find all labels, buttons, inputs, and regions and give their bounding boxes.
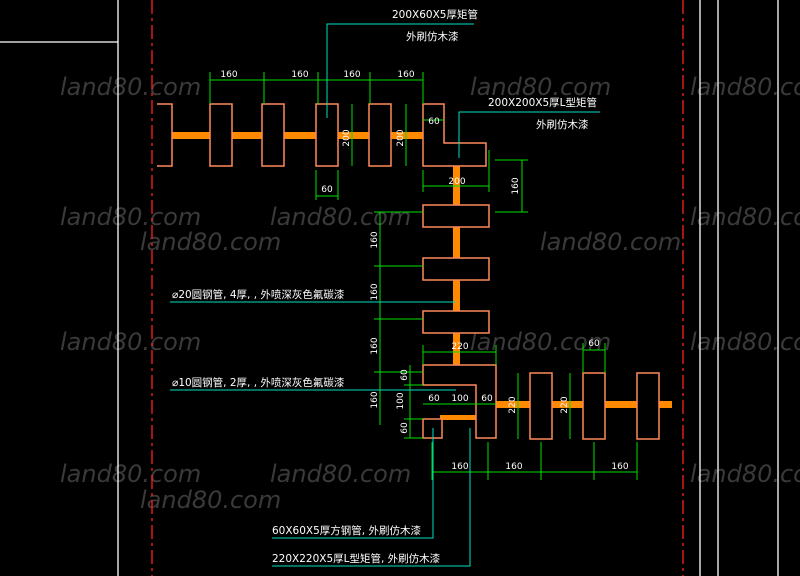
tube-200x60 <box>422 310 490 334</box>
watermark: land80.com <box>470 73 611 101</box>
dim-label: 60 <box>481 394 493 404</box>
dim-label: 60 <box>428 117 440 127</box>
dim-label: 200 <box>342 129 352 146</box>
dim-label: 160 <box>451 462 468 472</box>
l-tube-200x200 <box>422 103 487 167</box>
tube-200x60 <box>422 204 490 228</box>
dim-label: 60 <box>428 394 440 404</box>
tube-200x60 <box>422 257 490 281</box>
watermark: land80.com <box>690 73 800 101</box>
dim-label: 160 <box>505 462 522 472</box>
dim-label: 160 <box>370 391 380 408</box>
watermark: land80.com <box>270 460 411 488</box>
dim-label: 220 <box>508 396 518 413</box>
pipe-top-horizontal <box>157 132 440 139</box>
leader-lines <box>170 23 600 567</box>
annotation-square-tube-60: 60X60X5厚方钢管, 外刷仿木漆 <box>272 524 421 537</box>
drawing-frame <box>0 0 779 576</box>
watermark: land80.com <box>60 73 201 101</box>
annotation-200x60-line2: 外刷仿木漆 <box>406 30 459 43</box>
watermark: land80.com <box>60 328 201 356</box>
watermark: land80.com <box>60 460 201 488</box>
dim-label: 60 <box>588 339 600 349</box>
watermark: land80.com <box>540 228 681 256</box>
dim-label: 60 <box>400 369 410 381</box>
dim-label: 60 <box>400 422 410 434</box>
watermark-layer: land80.com land80.com land80.com land80.… <box>60 73 800 514</box>
annotation-round-pipe-10: ⌀10圆钢管, 2厚, , 外喷深灰色氟碳漆 <box>172 376 345 389</box>
dim-label: 220 <box>560 396 570 413</box>
dim-label: 200 <box>448 177 465 187</box>
watermark: land80.com <box>690 460 800 488</box>
dim-label: 100 <box>396 392 406 409</box>
tube-200x60-partial <box>157 103 173 167</box>
pipe-corner-small <box>440 415 490 420</box>
dim-label: 160 <box>370 283 380 300</box>
watermark: land80.com <box>470 328 611 356</box>
dim-label: 160 <box>511 177 521 194</box>
dim-label: 160 <box>397 70 414 80</box>
dim-label: 160 <box>611 462 628 472</box>
dim-label: 160 <box>291 70 308 80</box>
tube-200x60 <box>261 103 285 167</box>
watermark: land80.com <box>690 328 800 356</box>
annotation-l-tube-220: 220X220X5厚L型矩管, 外刷仿木漆 <box>272 552 441 565</box>
dim-label: 160 <box>370 337 380 354</box>
annotation-l-tube-200-line2: 外刷仿木漆 <box>536 118 589 131</box>
annotation-l-tube-200-line1: 200X200X5厚L型矩管 <box>488 96 597 109</box>
watermark: land80.com <box>140 486 281 514</box>
dimension-labels: 160 160 160 160 200 200 60 60 200 160 16… <box>220 70 628 472</box>
tube-200x60 <box>582 372 606 440</box>
dim-label: 220 <box>451 342 468 352</box>
watermark: land80.com <box>690 203 800 231</box>
tube-200x60 <box>529 372 553 440</box>
annotation-round-pipe-20: ⌀20圆钢管, 4厚, , 外喷深灰色氟碳漆 <box>172 288 345 301</box>
tube-200x60 <box>636 372 660 440</box>
dim-label: 160 <box>343 70 360 80</box>
dim-label: 60 <box>321 185 333 195</box>
watermark: land80.com <box>60 203 201 231</box>
annotation-200x60-line1: 200X60X5厚矩管 <box>392 8 478 21</box>
watermark: land80.com <box>270 203 411 231</box>
dim-label: 100 <box>451 394 468 404</box>
tube-200x60 <box>368 103 392 167</box>
dim-label: 200 <box>396 129 406 146</box>
dim-label: 160 <box>370 231 380 248</box>
annotations: 200X60X5厚矩管 外刷仿木漆 200X200X5厚L型矩管 外刷仿木漆 ⌀… <box>172 8 597 565</box>
tube-200x60 <box>209 103 233 167</box>
watermark: land80.com <box>140 228 281 256</box>
dim-label: 160 <box>220 70 237 80</box>
